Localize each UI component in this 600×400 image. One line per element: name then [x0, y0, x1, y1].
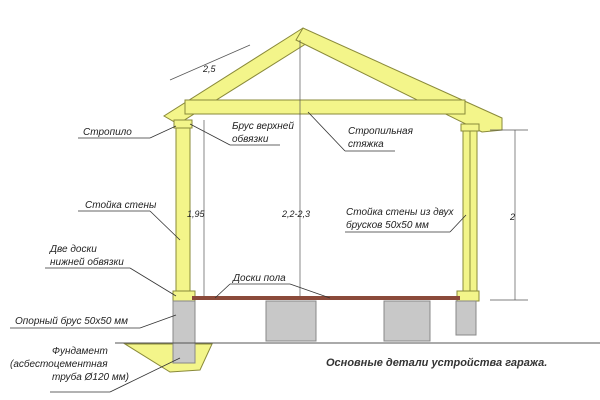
leader-lines — [10, 111, 467, 393]
timber-frame — [123, 27, 503, 373]
dim-right-height: 2 — [509, 212, 515, 222]
right-foundation-pipe — [455, 300, 477, 336]
left-top-plate — [173, 119, 193, 129]
dim-ridge-height: 2,2-2,3 — [281, 209, 310, 219]
floor-pier — [383, 300, 431, 342]
dim-width: 2,5 — [202, 64, 217, 74]
label-top-plate: обвязки — [232, 133, 269, 145]
label-bottom-plate: нижней обвязки — [50, 256, 124, 268]
right-rafter — [295, 27, 503, 133]
floor-boards — [192, 296, 460, 300]
left-foundation-fill — [123, 343, 213, 373]
label-support-beam: Опорный брус 50x50 мм — [15, 315, 128, 327]
label-bottom-plate: Две доски — [49, 244, 97, 255]
label-foundation: Фундамент — [52, 346, 108, 357]
left-foundation-pipe — [172, 300, 196, 364]
label-foundation: труба Ø120 мм) — [52, 371, 129, 383]
label-tie: Стропильная — [348, 126, 414, 137]
dim-wall-height: 1,95 — [187, 209, 206, 219]
label-double-post: брусков 50x50 мм — [346, 219, 429, 231]
label-wall-post: Стойка стены — [85, 200, 157, 211]
label-tie: стяжка — [348, 139, 384, 150]
label-double-post: Стойка стены из двух — [346, 207, 455, 218]
label-rafter: Стропило — [83, 127, 132, 138]
label-top-plate: Брус верхней — [232, 121, 294, 132]
right-top-plate — [460, 123, 480, 132]
foundation — [172, 300, 477, 364]
left-bottom-plate — [172, 290, 196, 302]
rafter-tie — [184, 99, 466, 115]
label-foundation: (асбестоцементная — [10, 358, 108, 370]
diagram-caption: Основные детали устройства гаража. — [326, 357, 547, 369]
right-bottom-plate — [456, 290, 480, 302]
dimension-lines — [169, 40, 528, 301]
label-floor: Доски пола — [232, 273, 286, 284]
floor-pier — [265, 300, 317, 342]
